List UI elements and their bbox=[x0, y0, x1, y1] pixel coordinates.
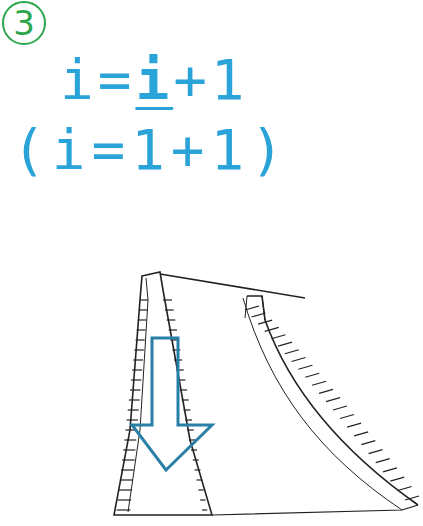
stair-stroke bbox=[136, 339, 145, 340]
formula-variable: i bbox=[135, 47, 173, 112]
formula-text: i= bbox=[60, 47, 135, 112]
stair-stroke bbox=[354, 432, 368, 436]
stair-stroke bbox=[195, 469, 201, 470]
stair-stroke bbox=[165, 309, 174, 310]
stair-stroke bbox=[167, 319, 176, 320]
stair-stroke bbox=[369, 450, 383, 454]
stair-stroke bbox=[140, 299, 148, 300]
stair-stroke bbox=[134, 349, 143, 350]
stair-stroke bbox=[340, 415, 354, 419]
stair-stroke bbox=[258, 320, 272, 324]
formula-example: (i=1+1) bbox=[12, 122, 290, 178]
stair-stroke bbox=[128, 409, 139, 410]
stair-stroke bbox=[193, 459, 199, 460]
stair-stroke bbox=[119, 489, 132, 490]
stair-stroke bbox=[196, 479, 202, 480]
stair-stroke bbox=[298, 365, 312, 369]
stair-stroke bbox=[129, 399, 140, 400]
formula-text: +1 bbox=[173, 47, 248, 112]
stair-stroke bbox=[187, 429, 194, 430]
stair-stroke bbox=[376, 459, 390, 463]
stair-stroke bbox=[122, 459, 134, 460]
stair-stroke bbox=[305, 373, 319, 377]
stair-stroke bbox=[265, 327, 279, 331]
stair-stroke bbox=[123, 449, 135, 450]
stair-stroke bbox=[120, 479, 133, 480]
stair-stroke bbox=[245, 306, 259, 310]
stair-stroke bbox=[383, 468, 397, 472]
landing-slope bbox=[247, 296, 418, 505]
stair-stroke bbox=[117, 509, 131, 510]
stair-stroke bbox=[118, 499, 132, 500]
step-number: 3 bbox=[13, 6, 35, 40]
stair-stroke bbox=[124, 439, 136, 440]
stair-stroke bbox=[121, 469, 134, 470]
stair-stroke bbox=[180, 389, 187, 390]
stair-stroke bbox=[312, 381, 326, 385]
stair-stroke bbox=[127, 419, 138, 420]
stair-stroke bbox=[271, 335, 285, 339]
stair-stroke bbox=[198, 489, 203, 490]
stair-stroke bbox=[285, 350, 299, 354]
stair-stroke bbox=[132, 369, 142, 370]
stair-stroke bbox=[163, 299, 172, 300]
stair-stroke bbox=[319, 389, 333, 393]
stair-stroke bbox=[169, 329, 177, 330]
stair-stroke bbox=[398, 486, 412, 490]
stair-stroke bbox=[347, 423, 361, 427]
jump-tower bbox=[114, 272, 212, 515]
stair-stroke bbox=[139, 309, 147, 310]
stair-stroke bbox=[131, 379, 141, 380]
stair-stroke bbox=[185, 419, 192, 420]
stair-stroke bbox=[390, 477, 404, 481]
step-circle: 3 bbox=[2, 1, 46, 45]
stair-stroke bbox=[292, 357, 306, 361]
stair-stroke bbox=[130, 389, 141, 390]
stair-stroke bbox=[133, 359, 143, 360]
down-arrow bbox=[132, 338, 212, 470]
stair-stroke bbox=[252, 313, 266, 317]
stair-stroke bbox=[202, 509, 207, 510]
stair-stroke bbox=[138, 319, 147, 320]
stair-stroke bbox=[333, 406, 347, 410]
formula-line: i=i+1 bbox=[60, 52, 249, 108]
stair-stroke bbox=[326, 398, 340, 402]
stair-stroke bbox=[137, 329, 146, 330]
inrun-top bbox=[160, 274, 305, 298]
stair-stroke bbox=[182, 399, 189, 400]
stair-stroke bbox=[361, 441, 375, 445]
stair-stroke bbox=[183, 409, 190, 410]
stair-stroke bbox=[200, 499, 205, 500]
stair-stroke bbox=[191, 449, 197, 450]
stair-stroke bbox=[405, 496, 419, 500]
stair-stroke bbox=[278, 342, 292, 346]
